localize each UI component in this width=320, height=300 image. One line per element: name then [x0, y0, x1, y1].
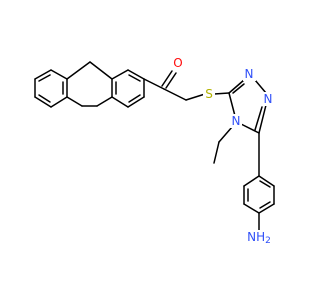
bond [228, 92, 236, 117]
amine-label: NH2 [247, 230, 271, 246]
bond-double-inner [38, 74, 51, 82]
amine-subscript: 2 [265, 236, 271, 246]
bond [243, 175, 260, 187]
ketone-linker [143, 70, 230, 101]
bond [213, 141, 220, 164]
bond-from-sulfur [213, 92, 230, 95]
atom-labels: O S N N N NH2 [172, 56, 274, 246]
bond [111, 69, 129, 80]
bond-double-inner [232, 83, 245, 94]
bond [228, 79, 245, 94]
bond [254, 79, 267, 94]
bond [50, 69, 68, 80]
bond [111, 96, 129, 108]
bond-double-inner [38, 94, 51, 103]
oxygen-label: O [173, 56, 182, 70]
bond-to-oxygen [161, 70, 173, 87]
amine-symbol: NH [247, 230, 265, 244]
bond [127, 96, 145, 108]
bond [34, 69, 52, 80]
bond [218, 126, 233, 143]
bond-double-inner [128, 74, 141, 82]
fluorene-right-ring [111, 69, 145, 108]
triazole-ring [228, 79, 267, 134]
triazole-nitrogen-right-label: N [264, 92, 273, 106]
bond [143, 78, 165, 90]
bond-double-inner [259, 180, 271, 188]
bond [66, 96, 83, 107]
fluorene-five-ring [66, 61, 113, 107]
bond [50, 96, 68, 108]
bond [240, 123, 260, 134]
bond-double-inner [128, 94, 141, 103]
bond [258, 104, 267, 134]
bond-to-sulfur [185, 93, 206, 101]
bond [127, 69, 145, 80]
bond [163, 88, 187, 101]
ethyl-group [213, 126, 233, 164]
triazole-nitrogen-top-label: N [245, 67, 254, 81]
bond-double-inner [254, 106, 263, 131]
sulfur-label: S [205, 87, 213, 101]
bond [89, 61, 113, 80]
bond-double-inner [259, 201, 271, 209]
bond [258, 175, 275, 187]
bond [96, 96, 113, 107]
aminophenyl-ring [243, 132, 275, 232]
bond [34, 96, 52, 108]
bond-to-oxygen [165, 72, 177, 89]
bond [243, 203, 260, 214]
bond [66, 61, 91, 80]
ethyl-nitrogen-label: N [232, 114, 241, 128]
fluorene-left-ring [34, 69, 68, 108]
chemical-structure-diagram: O S N N N NH2 [34, 56, 275, 246]
bond [258, 203, 275, 214]
